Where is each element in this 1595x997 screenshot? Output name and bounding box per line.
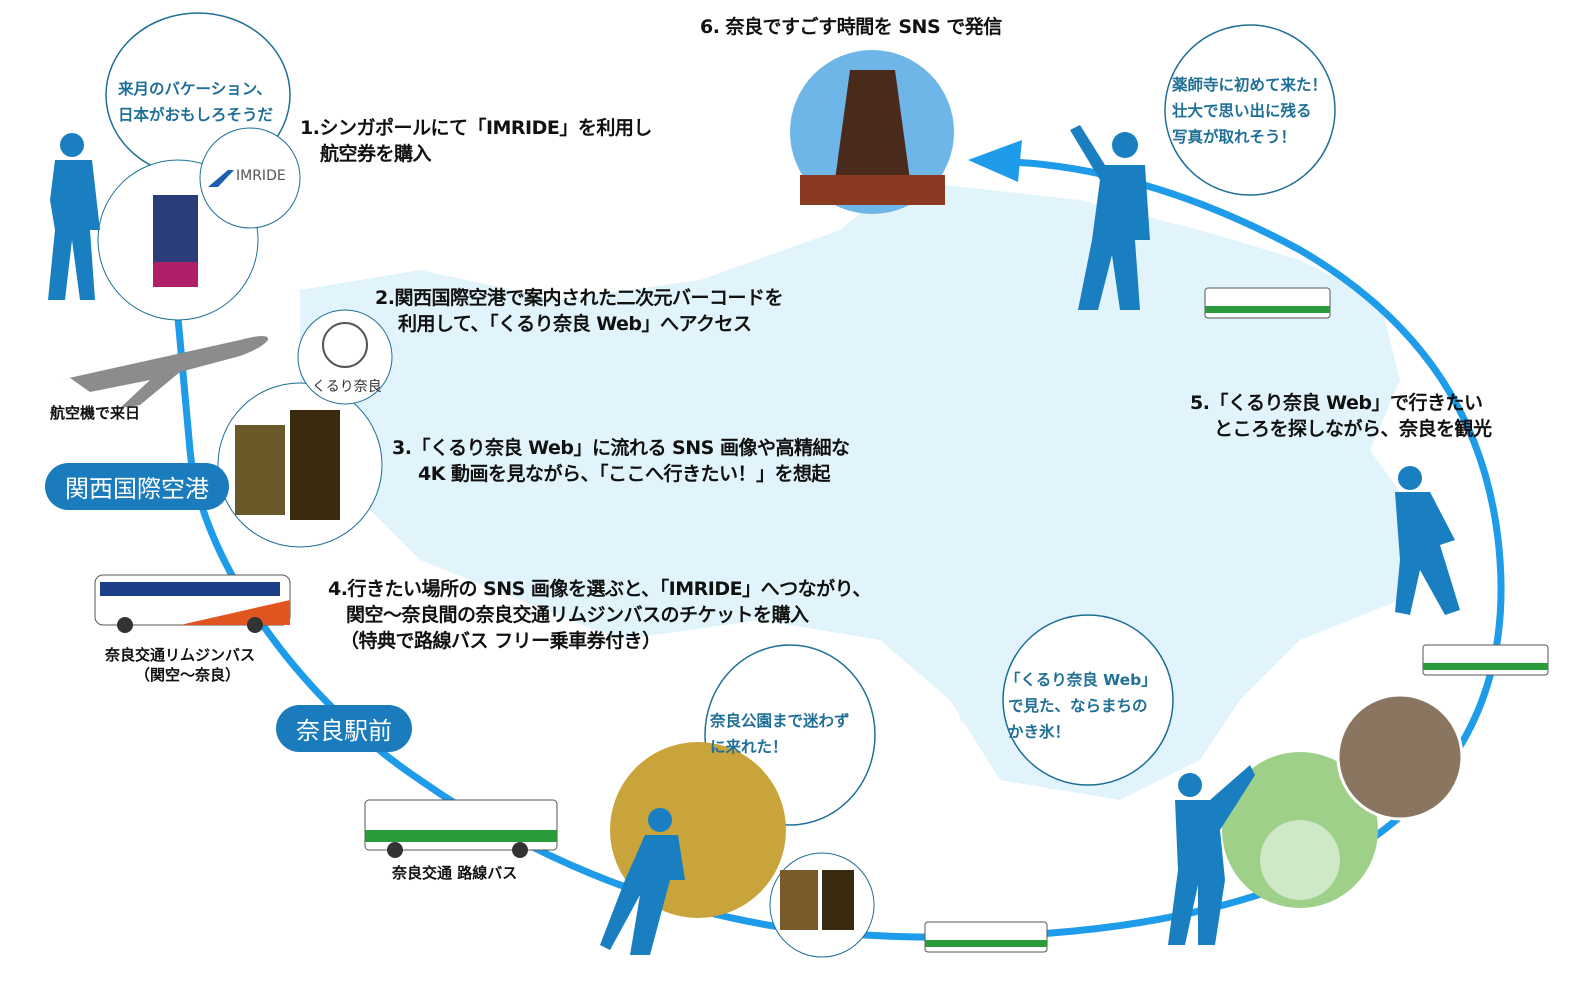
imride-logo-text: IMRIDE bbox=[236, 168, 286, 184]
bubble-4-text-2: で見た、ならまちの bbox=[1008, 697, 1148, 715]
step-1-line-2: 航空券を購入 bbox=[320, 143, 432, 165]
step-4-line-2: 関空～奈良間の奈良交通リムジンバスのチケットを購入 bbox=[346, 604, 809, 626]
kururi-screen-1 bbox=[235, 425, 285, 515]
bubble-2-text-2: 壮大で思い出に残る bbox=[1172, 102, 1312, 120]
step-4-line-1: 4.行きたい場所の SNS 画像を選ぶと、「IMRIDE」へつながり、 bbox=[328, 578, 871, 600]
traveler-silhouette-5 bbox=[1168, 765, 1255, 945]
bubble-4-text-3: かき氷！ bbox=[1008, 723, 1071, 741]
speech-bubble-4 bbox=[1002, 614, 1174, 786]
step-5-line-1: 5.「くるり奈良 Web」で行きたい bbox=[1190, 392, 1483, 414]
bubble-1-text-2: 日本がおもしろそうだ bbox=[118, 106, 274, 124]
traveler-silhouette-3 bbox=[1395, 466, 1460, 615]
route-bus-label: 奈良交通 路線バス bbox=[392, 864, 518, 882]
step-2-line-1: 2.関西国際空港で案内された二次元バーコードを bbox=[375, 287, 783, 309]
limousine-bus-icon bbox=[94, 574, 291, 633]
speech-bubble-2 bbox=[1164, 24, 1336, 196]
arrow-head-icon bbox=[968, 140, 1022, 182]
bubble-2-text-1: 薬師寺に初めて来た！ bbox=[1172, 76, 1328, 94]
route-bus-icon-2 bbox=[924, 921, 1048, 953]
badge-kansai-airport: 関西国際空港 bbox=[45, 463, 229, 510]
bubble-3-text-1: 奈良公園まで迷わず bbox=[710, 712, 850, 730]
step-5-line-2: ところを探しながら、奈良を観光 bbox=[1214, 418, 1492, 440]
imride-logo-icon bbox=[208, 170, 234, 187]
route-bus-icon-3 bbox=[1204, 287, 1331, 319]
bubble-2-text-3: 写真が取れそう！ bbox=[1172, 128, 1297, 146]
airplane-icon bbox=[60, 336, 269, 408]
limo-label-1: 奈良交通リムジンバス bbox=[105, 646, 256, 664]
step-4-line-3: （特典で路線バス フリー乗車券付き） bbox=[340, 630, 661, 652]
route-bus-icon-4 bbox=[1422, 644, 1549, 676]
route-bus-icon-1 bbox=[364, 799, 558, 858]
step-2-line-2: 利用して、「くるり奈良 Web」へアクセス bbox=[398, 313, 752, 335]
badge-nara-station: 奈良駅前 bbox=[276, 705, 412, 752]
limo-label-2: （関空～奈良） bbox=[135, 666, 241, 684]
plane-label: 航空機で来日 bbox=[50, 404, 141, 422]
bubble-1-text-1: 来月のバケーション、 bbox=[118, 80, 272, 98]
kururi-logo-icon bbox=[322, 322, 368, 368]
bubble-4-text-1: 「くるり奈良 Web」 bbox=[1005, 671, 1157, 689]
step-3-line-2: 4K 動画を見ながら、「ここへ行きたい！」を想起 bbox=[418, 463, 831, 485]
step-1-line-1: 1.シンガポールにて「IMRIDE」を利用し bbox=[300, 117, 652, 139]
traveler-silhouette-1 bbox=[48, 133, 100, 300]
bubble-3-text-2: に来れた！ bbox=[710, 738, 788, 756]
naramachi-photo bbox=[1336, 693, 1464, 821]
step-6-title: 6. 奈良ですごす時間を SNS で発信 bbox=[700, 16, 1002, 38]
traveler-silhouette-2 bbox=[1070, 125, 1150, 310]
traveler-silhouette-4 bbox=[600, 808, 685, 955]
kururi-screen-2 bbox=[290, 410, 340, 520]
step-3-line-1: 3.「くるり奈良 Web」に流れる SNS 画像や高精細な bbox=[392, 437, 850, 459]
kururi-logo-text: くるり奈良 bbox=[312, 379, 382, 395]
